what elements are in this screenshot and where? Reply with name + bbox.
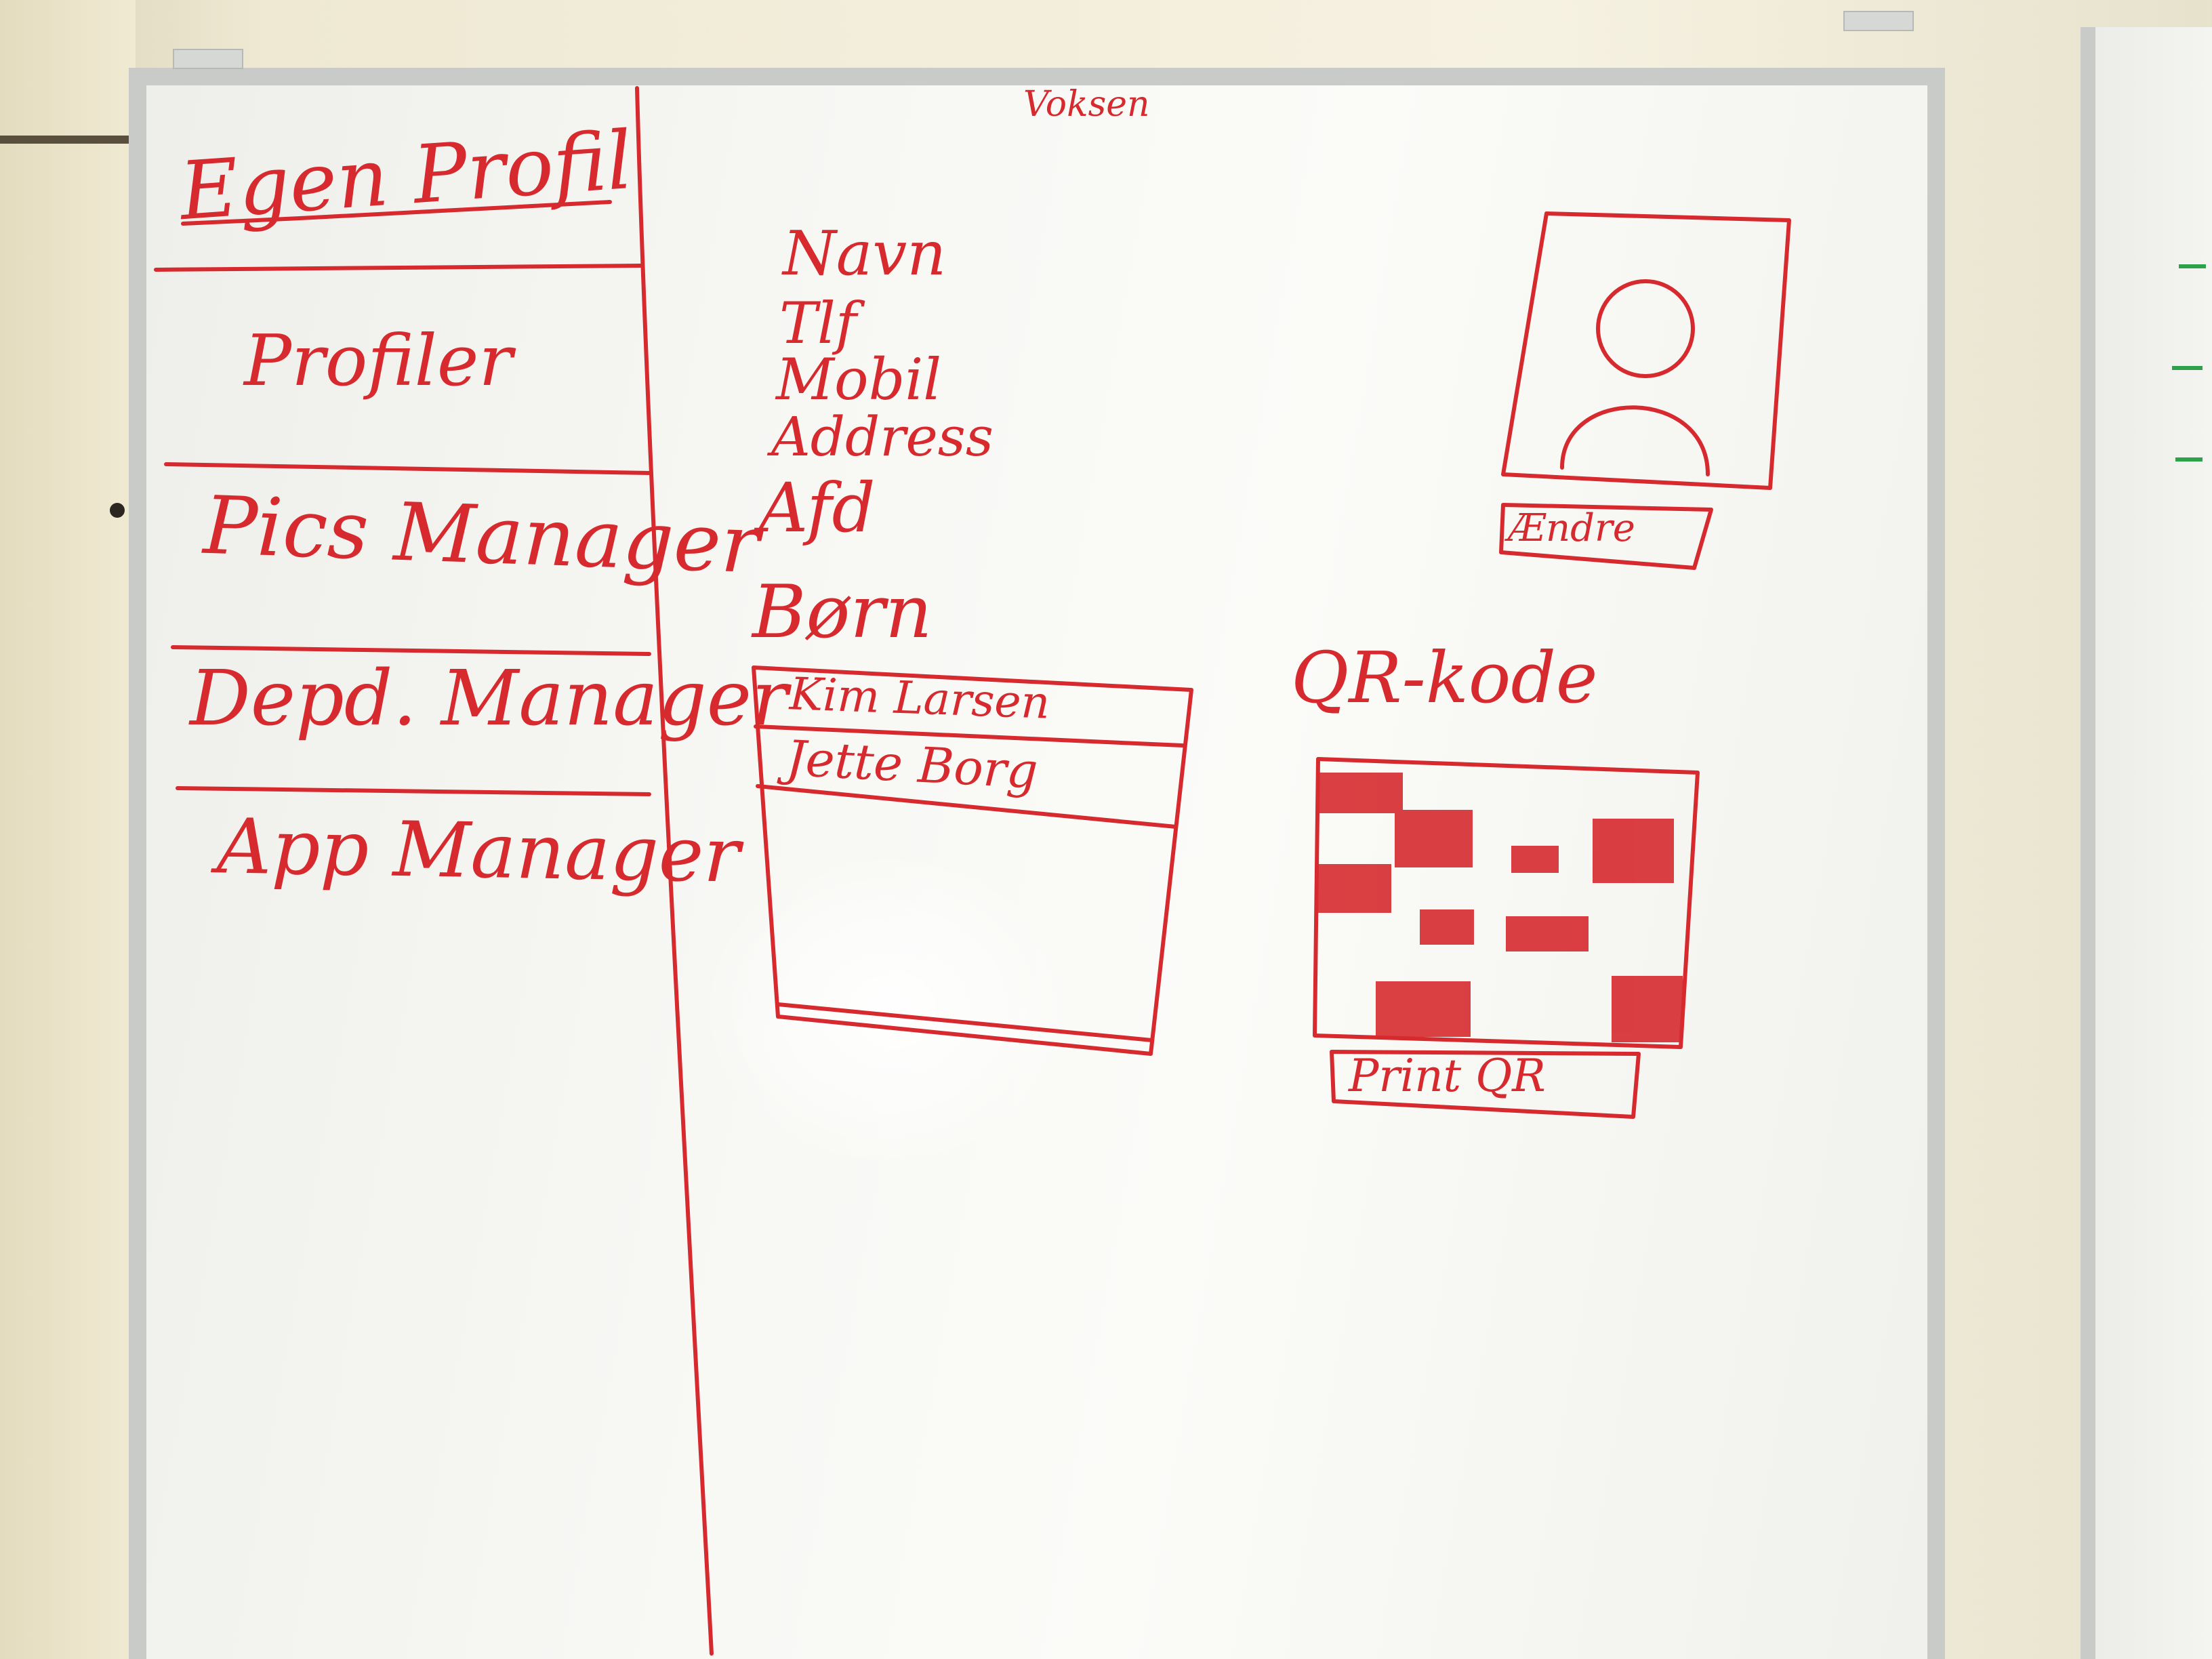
green-marker-line [2175, 457, 2203, 462]
qr-modules [1318, 773, 1683, 1042]
sidebar-item-depd-manager[interactable]: Depd. Manager [190, 655, 788, 743]
sidebar-item-pics-manager[interactable]: Pics Manager [201, 478, 761, 592]
child-list-item[interactable]: Jette Borg [785, 729, 1040, 800]
green-marker-line [2179, 264, 2206, 268]
qr-heading: QR-kode [1291, 636, 1598, 719]
edit-photo-button[interactable]: Ændre [1508, 506, 1635, 550]
field-address: Address [771, 405, 994, 468]
child-list-item[interactable]: Kim Larsen [788, 668, 1051, 729]
board-header: Voksen [1023, 84, 1150, 125]
green-marker-line [2172, 366, 2203, 370]
sidebar-item-app-manager[interactable]: App Manager [216, 802, 741, 900]
board-clip [1843, 11, 1914, 31]
wall [0, 0, 136, 1659]
board-clip [173, 49, 243, 69]
print-qr-button[interactable]: Print QR [1349, 1050, 1546, 1102]
children-heading: Børn [752, 570, 933, 655]
wall-hook [110, 503, 125, 518]
field-mobil: Mobil [776, 346, 942, 413]
door-frame [0, 136, 136, 144]
second-whiteboard [2081, 27, 2212, 1659]
light-glare [698, 847, 1078, 1172]
field-navn: Navn [783, 218, 947, 289]
field-afd: Afd [759, 468, 876, 548]
sidebar-divider [635, 86, 714, 1656]
sidebar-item-profiler[interactable]: Profiler [244, 319, 513, 402]
field-tlf: Tlf [779, 290, 857, 356]
